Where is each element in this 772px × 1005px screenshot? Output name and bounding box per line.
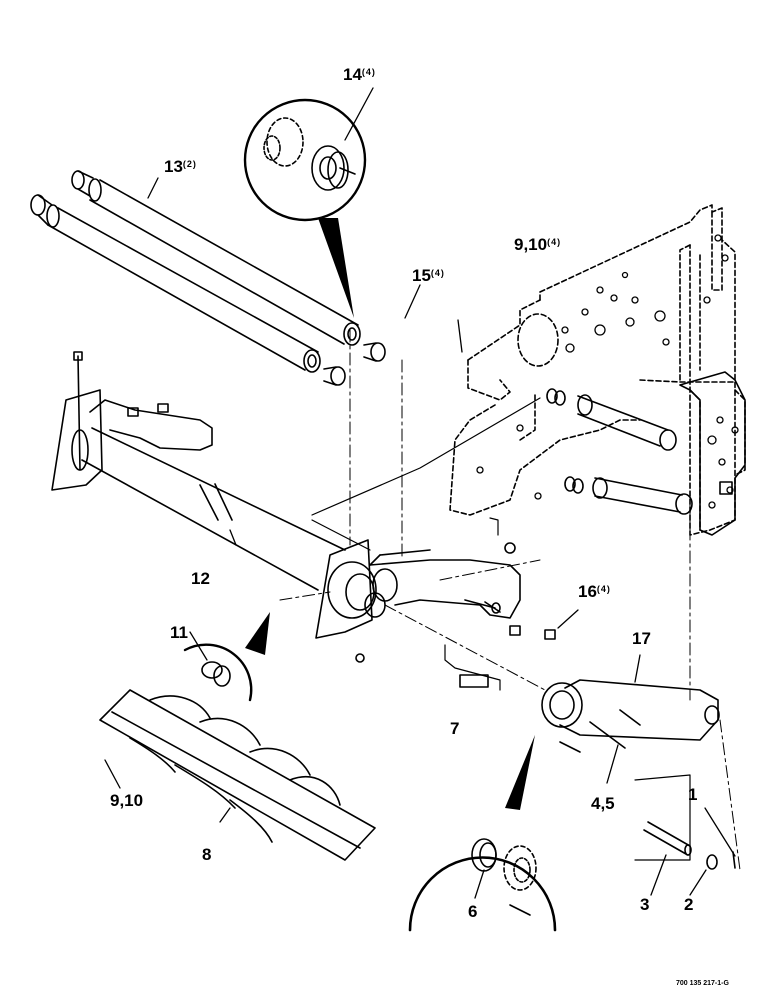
callout-8: 8 xyxy=(202,846,211,863)
callout-16: 16(4) xyxy=(578,583,611,600)
callout-1: 1 xyxy=(688,786,697,803)
callout-number: 2 xyxy=(684,895,694,914)
callout-6: 6 xyxy=(468,903,477,920)
callout-qty: (2) xyxy=(182,159,197,169)
detail-arc-11 xyxy=(183,612,270,702)
leader-lines xyxy=(279,329,741,871)
callout-4-5: 4,5 xyxy=(591,795,615,812)
callout-number: 11 xyxy=(170,623,188,642)
frame-roller-lower xyxy=(564,476,693,515)
callout-qty: (4) xyxy=(361,67,376,77)
callout-number: 4,5 xyxy=(591,794,615,813)
callout-number: 8 xyxy=(202,845,212,864)
detail-circle-14 xyxy=(243,98,367,318)
main-tube-bracket xyxy=(51,351,213,491)
callout-number: 6 xyxy=(468,902,478,921)
main-tube xyxy=(81,427,346,591)
callout-15: 15(4) xyxy=(412,267,445,284)
callout-number: 12 xyxy=(191,569,210,588)
callout-qty: (4) xyxy=(547,237,562,247)
bearing-plugs xyxy=(323,342,386,386)
washer-2 xyxy=(706,851,736,870)
rear-bracket xyxy=(679,371,746,536)
callout-12: 12 xyxy=(191,570,210,587)
callout-9-10-lower: 9,10 xyxy=(110,792,143,809)
callout-11: 11 xyxy=(170,624,188,641)
callout-number: 3 xyxy=(640,895,650,914)
callout-13: 13(2) xyxy=(164,158,197,175)
bolts-16 xyxy=(355,542,556,663)
callout-number: 9,10 xyxy=(514,235,548,254)
callout-9-10-upper: 9,10(4) xyxy=(514,236,561,253)
idler-bracket-17 xyxy=(541,679,720,753)
detail-circle-6 xyxy=(408,735,557,932)
callout-number: 13 xyxy=(164,157,183,176)
callout-number: 7 xyxy=(450,719,460,738)
roller-lower xyxy=(30,194,321,373)
roller-upper xyxy=(71,170,361,346)
callout-number: 9,10 xyxy=(110,791,144,810)
roller-drive-arm xyxy=(369,549,521,619)
label-leaders xyxy=(104,87,736,899)
scraper-bar-8 xyxy=(99,689,376,861)
reference-lines xyxy=(311,397,691,861)
callout-2: 2 xyxy=(684,896,693,913)
callout-14: 14(4) xyxy=(343,66,376,83)
callout-number: 15 xyxy=(412,266,431,285)
callout-qty: (4) xyxy=(430,268,445,278)
callout-number: 17 xyxy=(632,629,651,648)
figure-code: 700 135 217-1-G xyxy=(676,980,729,987)
callout-number: 16 xyxy=(578,582,597,601)
pin-3 xyxy=(643,821,692,856)
callout-qty: (4) xyxy=(596,584,611,594)
callout-17: 17 xyxy=(632,630,651,647)
frame-roller-upper xyxy=(546,388,677,451)
callout-number: 1 xyxy=(688,785,698,804)
flange-plate xyxy=(315,539,386,639)
callout-number: 14 xyxy=(343,65,362,84)
callout-7: 7 xyxy=(450,720,459,737)
frame-panel-holes xyxy=(476,234,739,509)
callout-3: 3 xyxy=(640,896,649,913)
shield-tab xyxy=(459,674,489,688)
side-frame-panel xyxy=(449,204,746,536)
